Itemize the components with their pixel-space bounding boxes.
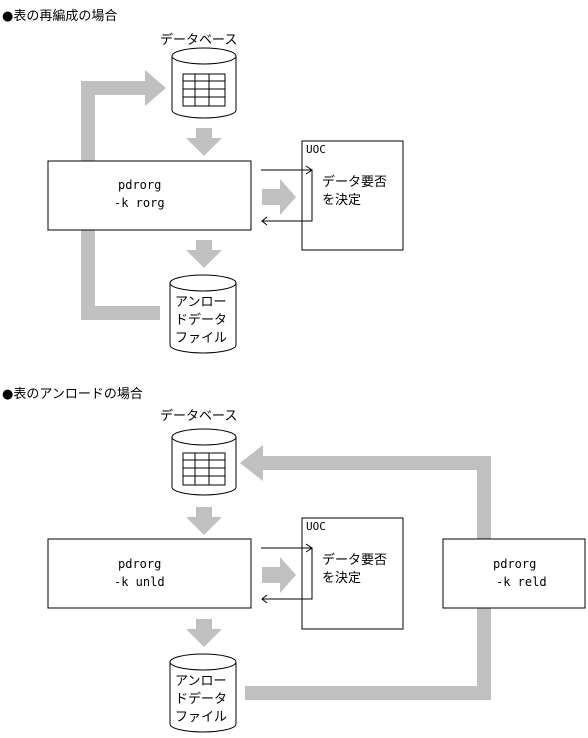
section2-reload-box: pdrorg -k reld bbox=[442, 538, 586, 609]
section1-unload-file-icon: アンロー ドデータ ファイル bbox=[169, 274, 237, 354]
section2-uoc-line1: データ要否 bbox=[322, 552, 387, 568]
section1-right-arrow bbox=[262, 179, 296, 215]
section1-call-return-arrows bbox=[261, 165, 313, 226]
section2-db-label: データベース bbox=[160, 408, 237, 424]
section2-unload-file-icon: アンロー ドデータ ファイル bbox=[169, 653, 237, 733]
section1-uoc-line2: を決定 bbox=[322, 193, 361, 208]
section2-uoc-title: UOC bbox=[306, 520, 326, 533]
section2-down-arrow-2 bbox=[186, 619, 222, 647]
section2-database-icon bbox=[171, 428, 237, 496]
section2-heading: ●表のアンロードの場合 bbox=[2, 387, 143, 402]
section1-down-arrow-1 bbox=[186, 128, 222, 156]
section2-reload-line2: -k reld bbox=[496, 575, 547, 589]
section2-uoc-line2: を決定 bbox=[322, 571, 361, 586]
section2-uoc-box: UOC データ要否 を決定 bbox=[301, 517, 404, 630]
section1-down-arrow-2 bbox=[186, 240, 222, 268]
section1-file-line3: ファイル bbox=[175, 331, 227, 346]
section2-file-line2: ドデータ bbox=[175, 691, 227, 707]
section1-heading: ●表の再編成の場合 bbox=[2, 8, 117, 24]
section2-right-arrow bbox=[262, 557, 296, 593]
section2-process-box: pdrorg -k unld bbox=[47, 538, 252, 609]
section2-file-line1: アンロー bbox=[175, 674, 226, 689]
section1-file-line2: ドデータ bbox=[175, 312, 227, 328]
section2-call-return-arrows bbox=[261, 543, 313, 604]
section1-process-box: pdrorg -k rorg bbox=[47, 160, 252, 231]
section1-uoc-box: UOC データ要否 を決定 bbox=[301, 140, 404, 251]
section1-uoc-title: UOC bbox=[306, 143, 326, 156]
section1-file-line1: アンロー bbox=[175, 295, 226, 310]
section1-db-label: データベース bbox=[160, 32, 237, 48]
section1-database-icon bbox=[171, 47, 237, 119]
section1-process-line2: -k rorg bbox=[114, 196, 165, 210]
section1-uoc-line1: データ要否 bbox=[322, 174, 387, 190]
section2-reload-line1: pdrorg bbox=[493, 557, 536, 571]
section2-process-line2: -k unld bbox=[114, 575, 165, 589]
section2-down-arrow-1 bbox=[186, 507, 222, 535]
section2-file-line3: ファイル bbox=[175, 710, 227, 725]
section1-process-line1: pdrorg bbox=[118, 178, 161, 192]
section2-process-line1: pdrorg bbox=[118, 557, 161, 571]
